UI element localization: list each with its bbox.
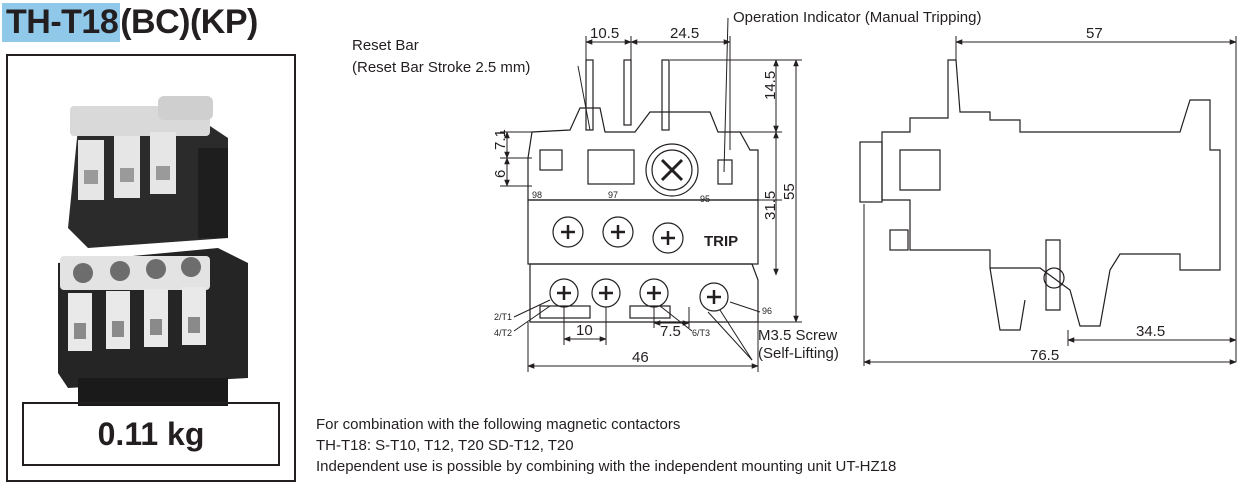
weight-box: 0.11 kg [22,402,280,466]
screw-label-line2: (Self-Lifting) [758,345,839,362]
terminal-98: 98 [532,190,542,200]
terminal-6-t3: 6/T3 [692,328,710,338]
terminal-97: 97 [608,190,618,200]
reset-bar-stroke-label: (Reset Bar Stroke 2.5 mm) [352,59,530,76]
terminal-2-t1: 2/T1 [494,312,512,322]
product-photo-frame: 0.11 kg [6,54,296,482]
terminal-4-t2: 4/T2 [494,328,512,338]
dimension-drawing: Reset Bar (Reset Bar Stroke 2.5 mm) Oper… [352,9,1237,372]
dim-10-5: 10.5 [590,25,619,42]
combination-notes: For combination with the following magne… [316,414,896,477]
dim-10: 10 [576,322,593,339]
model-main: TH-T18 [2,2,121,42]
model-title: TH-T18(BC)(KP) [2,0,258,44]
dim-7-1: 7.1 [492,129,509,150]
note-line-3: Independent use is possible by combining… [316,458,897,475]
terminal-95: 95 [700,194,710,204]
dim-31-5: 31.5 [762,191,779,220]
note-line-2: TH-T18: S-T10, T12, T20 SD-T12, T20 [316,437,574,454]
weight-value: 0.11 kg [97,415,205,452]
screw-label-line1: M3.5 Screw [758,327,837,344]
dim-7-5: 7.5 [660,323,681,340]
dim-46: 46 [632,349,649,366]
dim-57: 57 [1086,25,1103,42]
dim-34-5: 34.5 [1136,323,1165,340]
note-line-1: For combination with the following magne… [316,416,681,433]
dim-6: 6 [492,170,509,178]
product-photo [58,96,248,406]
trip-label: TRIP [704,233,738,250]
terminal-96: 96 [762,306,772,316]
side-view [859,59,1221,331]
reset-bar-label: Reset Bar [352,37,419,54]
dim-55: 55 [781,183,798,200]
dim-14-5: 14.5 [762,71,779,100]
dim-76-5: 76.5 [1030,347,1059,364]
operation-indicator-label: Operation Indicator (Manual Tripping) [733,9,981,26]
dim-24-5: 24.5 [670,25,699,42]
model-suffix: (BC)(KP) [120,2,258,41]
front-view [527,59,759,323]
